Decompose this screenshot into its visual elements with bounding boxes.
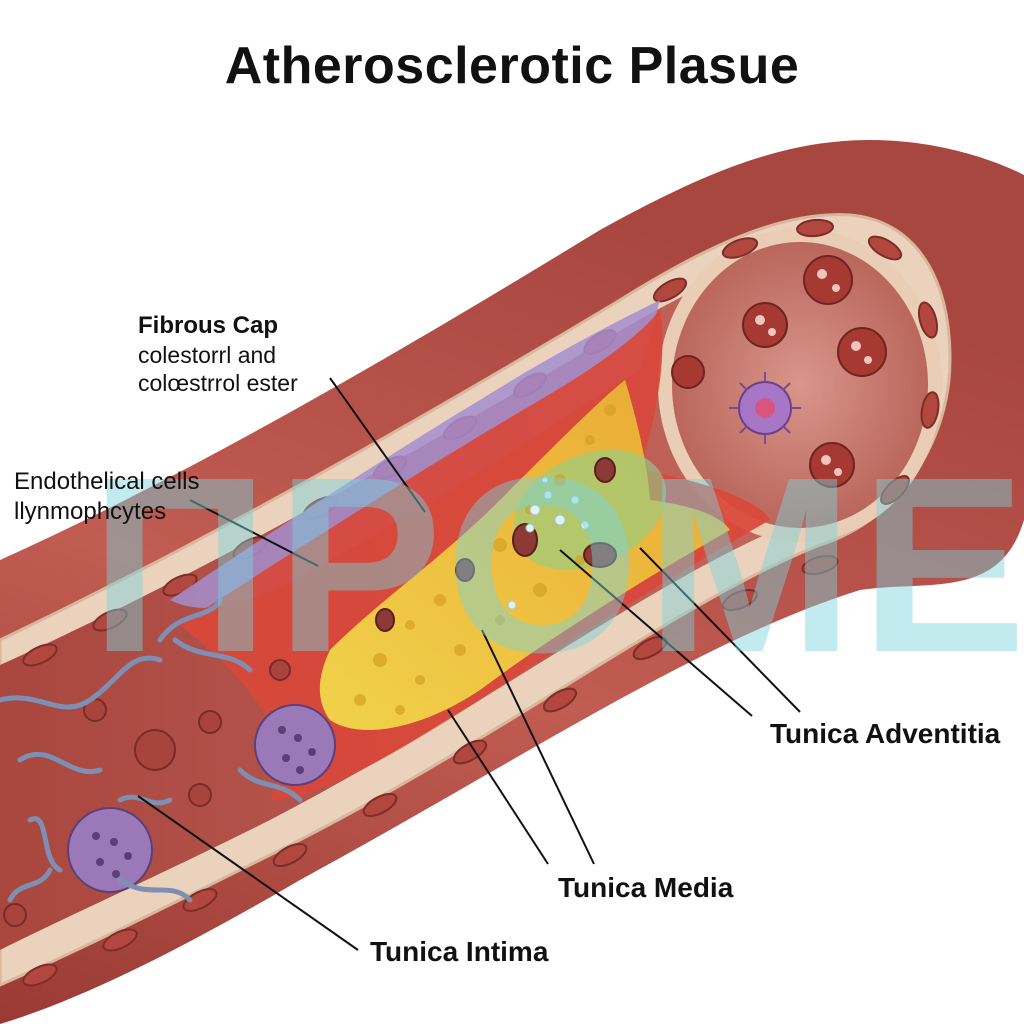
label-endothelial-cells: Endothelical cells — [14, 468, 200, 495]
red-blood-cells — [671, 255, 887, 488]
pointer-media-1 — [447, 709, 549, 865]
macrophages — [67, 704, 336, 893]
diagram-title: Atherosclerotic Plasue — [224, 37, 800, 95]
label-fibrous-cap-line2: colœstrrol ester — [138, 370, 298, 396]
pointer-adventitia-2 — [639, 547, 801, 713]
pointer-endothelial — [189, 499, 319, 567]
foam-cells — [375, 457, 617, 632]
lymphocyte-cell — [729, 372, 801, 444]
label-fibrous-cap: Fibrous Cap — [138, 312, 279, 339]
pointer-fibrous-cap — [329, 377, 426, 513]
label-lymphocytes: llynmophcytes — [14, 498, 167, 525]
watermark-text: ПРОМЕД — [90, 425, 1024, 704]
label-tunica-media: Tunica Media — [558, 872, 734, 903]
pointer-lines — [137, 377, 801, 951]
fibrin-strands — [0, 597, 303, 903]
pointer-intima — [137, 795, 359, 951]
rbc-nuclei — [755, 269, 872, 476]
macrophage-pores — [92, 726, 316, 878]
cholesterol-crystals — [507, 476, 590, 610]
pointer-adventitia-1 — [559, 549, 753, 717]
label-tunica-intima: Tunica Intima — [370, 936, 549, 967]
label-tunica-adventitia: Tunica Adventitia — [770, 718, 1001, 749]
pointer-media-2 — [481, 629, 595, 865]
lumen-cross-section — [658, 228, 942, 542]
green-zone — [513, 449, 667, 571]
lumen-blood-cells — [3, 659, 291, 927]
lymphocyte-layer — [170, 300, 660, 608]
label-fibrous-cap-line1: colestorrl and — [138, 342, 277, 368]
